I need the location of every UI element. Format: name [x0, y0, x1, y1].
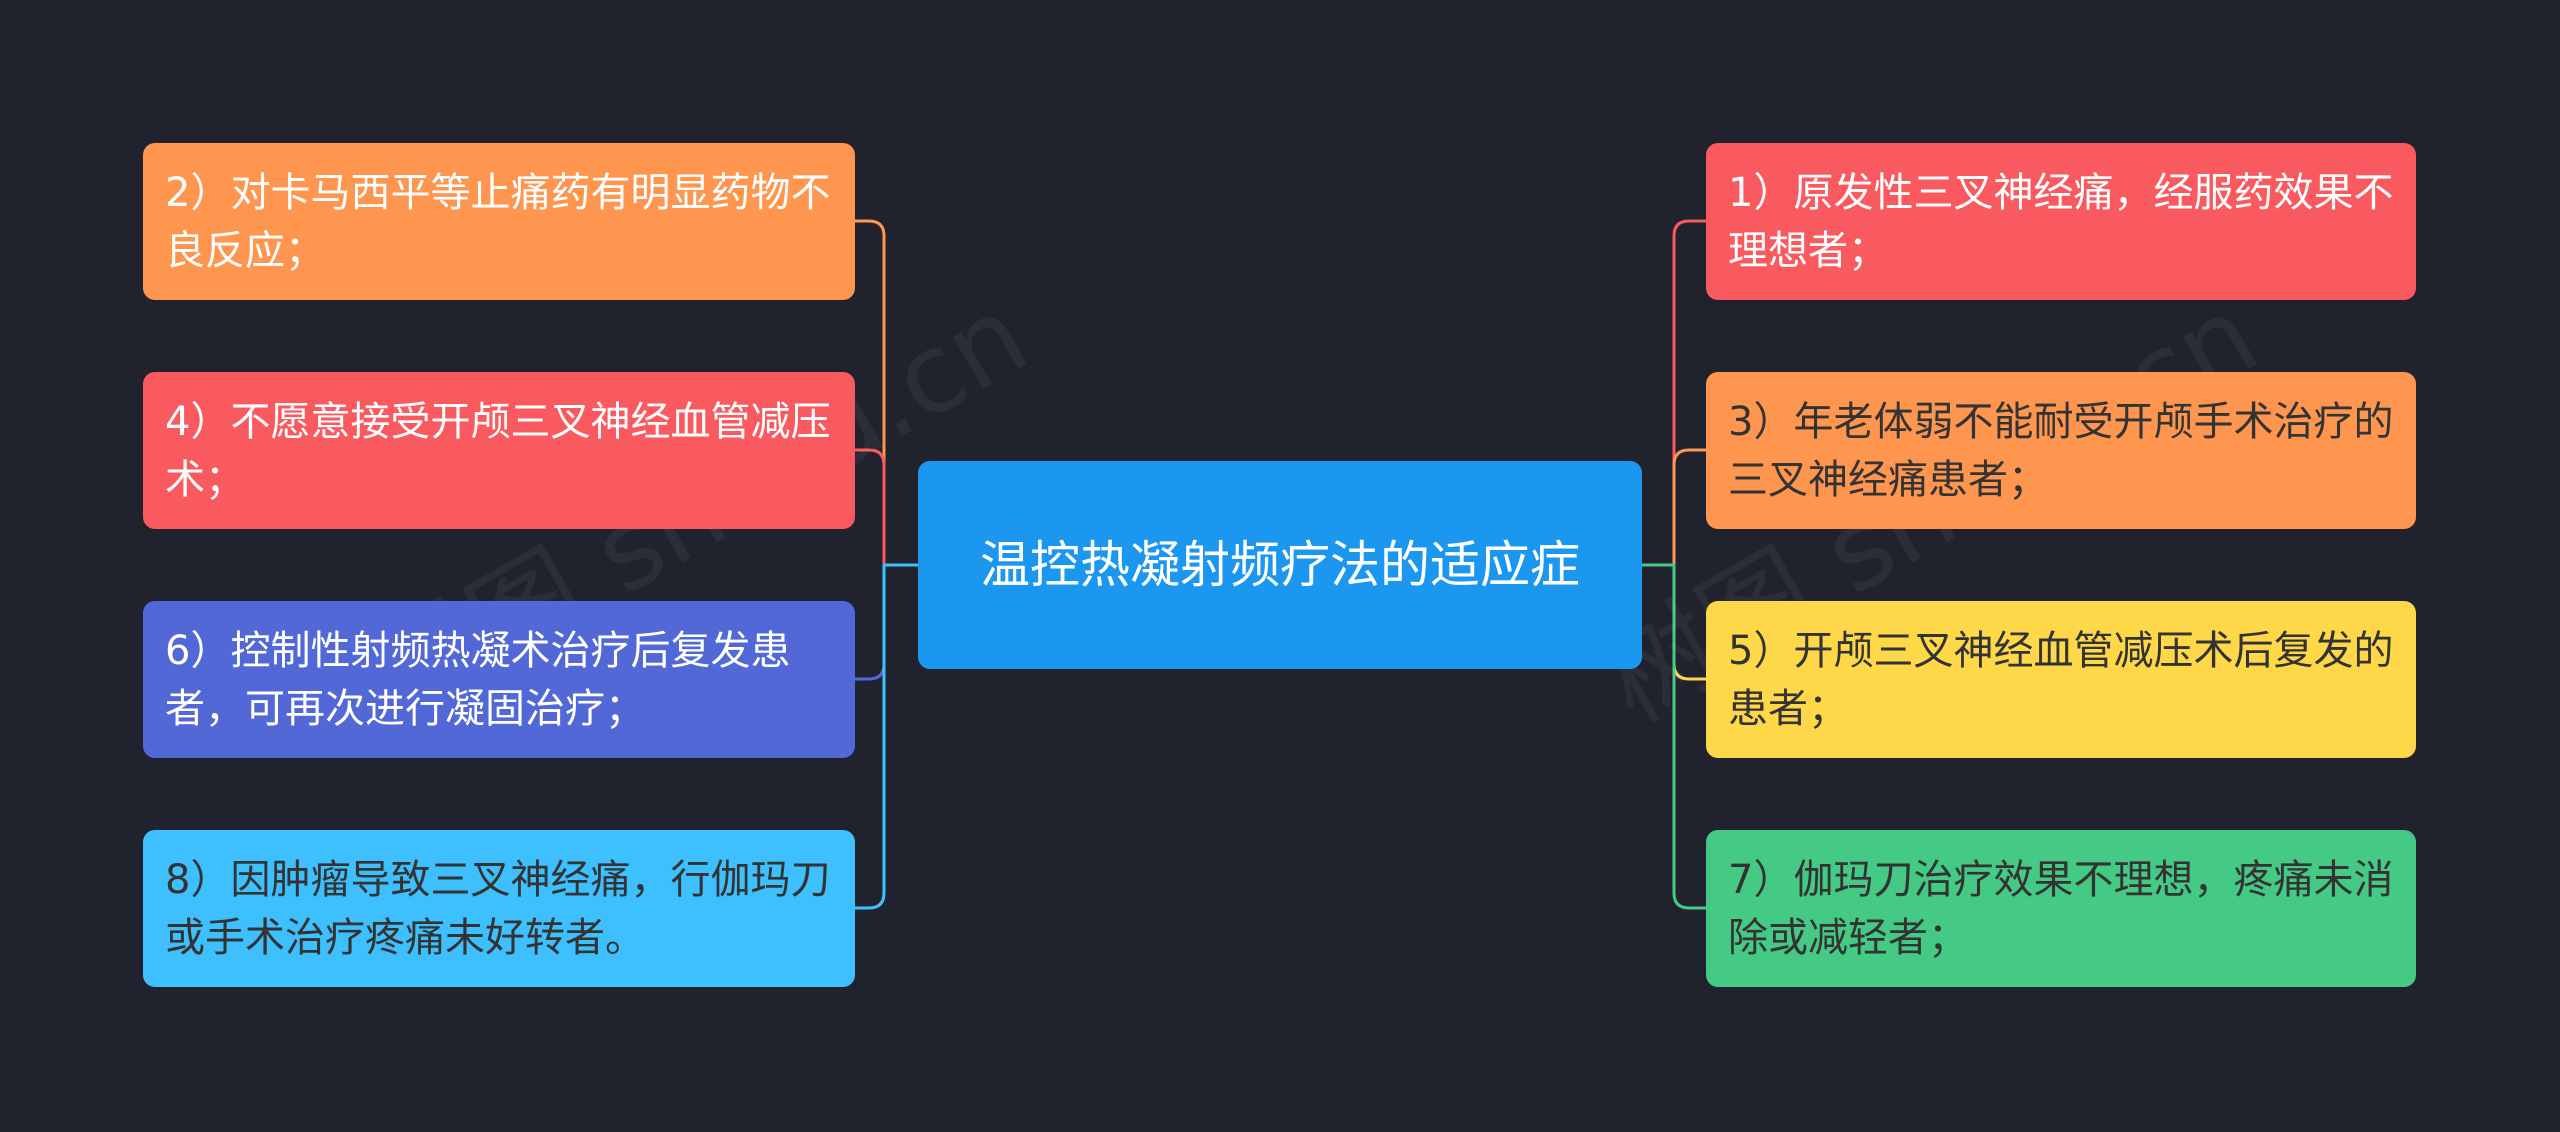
- left-node-1[interactable]: 2）对卡马西平等止痛药有明显药物不良反应；: [143, 143, 855, 300]
- left-node-4[interactable]: 8）因肿瘤导致三叉神经痛，行伽玛刀或手术治疗疼痛未好转者。: [143, 830, 855, 987]
- right-node-2[interactable]: 3）年老体弱不能耐受开颅手术治疗的三叉神经痛患者；: [1706, 372, 2416, 529]
- connector-left-2: [855, 448, 918, 567]
- right-node-1[interactable]: 1）原发性三叉神经痛，经服药效果不理想者；: [1706, 143, 2416, 300]
- left-node-3[interactable]: 6）控制性射频热凝术治疗后复发患者，可再次进行凝固治疗；: [143, 601, 855, 758]
- connector-left-3: [855, 563, 918, 681]
- left-node-2[interactable]: 4）不愿意接受开颅三叉神经血管减压术；: [143, 372, 855, 529]
- central-topic-label: 温控热凝射频疗法的适应症: [980, 536, 1580, 594]
- right-node-3[interactable]: 5）开颅三叉神经血管减压术后复发的患者；: [1706, 601, 2416, 758]
- node-label: 6）控制性射频热凝术治疗后复发患者，可再次进行凝固治疗；: [165, 627, 791, 732]
- node-label: 8）因肿瘤导致三叉神经痛，行伽玛刀或手术治疗疼痛未好转者。: [165, 856, 831, 961]
- node-label: 3）年老体弱不能耐受开颅手术治疗的三叉神经痛患者；: [1728, 398, 2394, 503]
- connector-right-4: [1642, 563, 1706, 910]
- connector-left-1: [855, 219, 918, 567]
- node-label: 5）开颅三叉神经血管减压术后复发的患者；: [1728, 627, 2394, 732]
- connector-left-4: [855, 563, 918, 910]
- right-node-4[interactable]: 7）伽玛刀治疗效果不理想，疼痛未消除或减轻者；: [1706, 830, 2416, 987]
- central-topic[interactable]: 温控热凝射频疗法的适应症: [918, 461, 1642, 669]
- connector-right-1: [1642, 219, 1706, 567]
- node-label: 7）伽玛刀治疗效果不理想，疼痛未消除或减轻者；: [1728, 856, 2394, 961]
- connector-right-2: [1642, 448, 1706, 567]
- node-label: 4）不愿意接受开颅三叉神经血管减压术；: [165, 398, 831, 503]
- node-label: 2）对卡马西平等止痛药有明显药物不良反应；: [165, 169, 831, 274]
- node-label: 1）原发性三叉神经痛，经服药效果不理想者；: [1728, 169, 2394, 274]
